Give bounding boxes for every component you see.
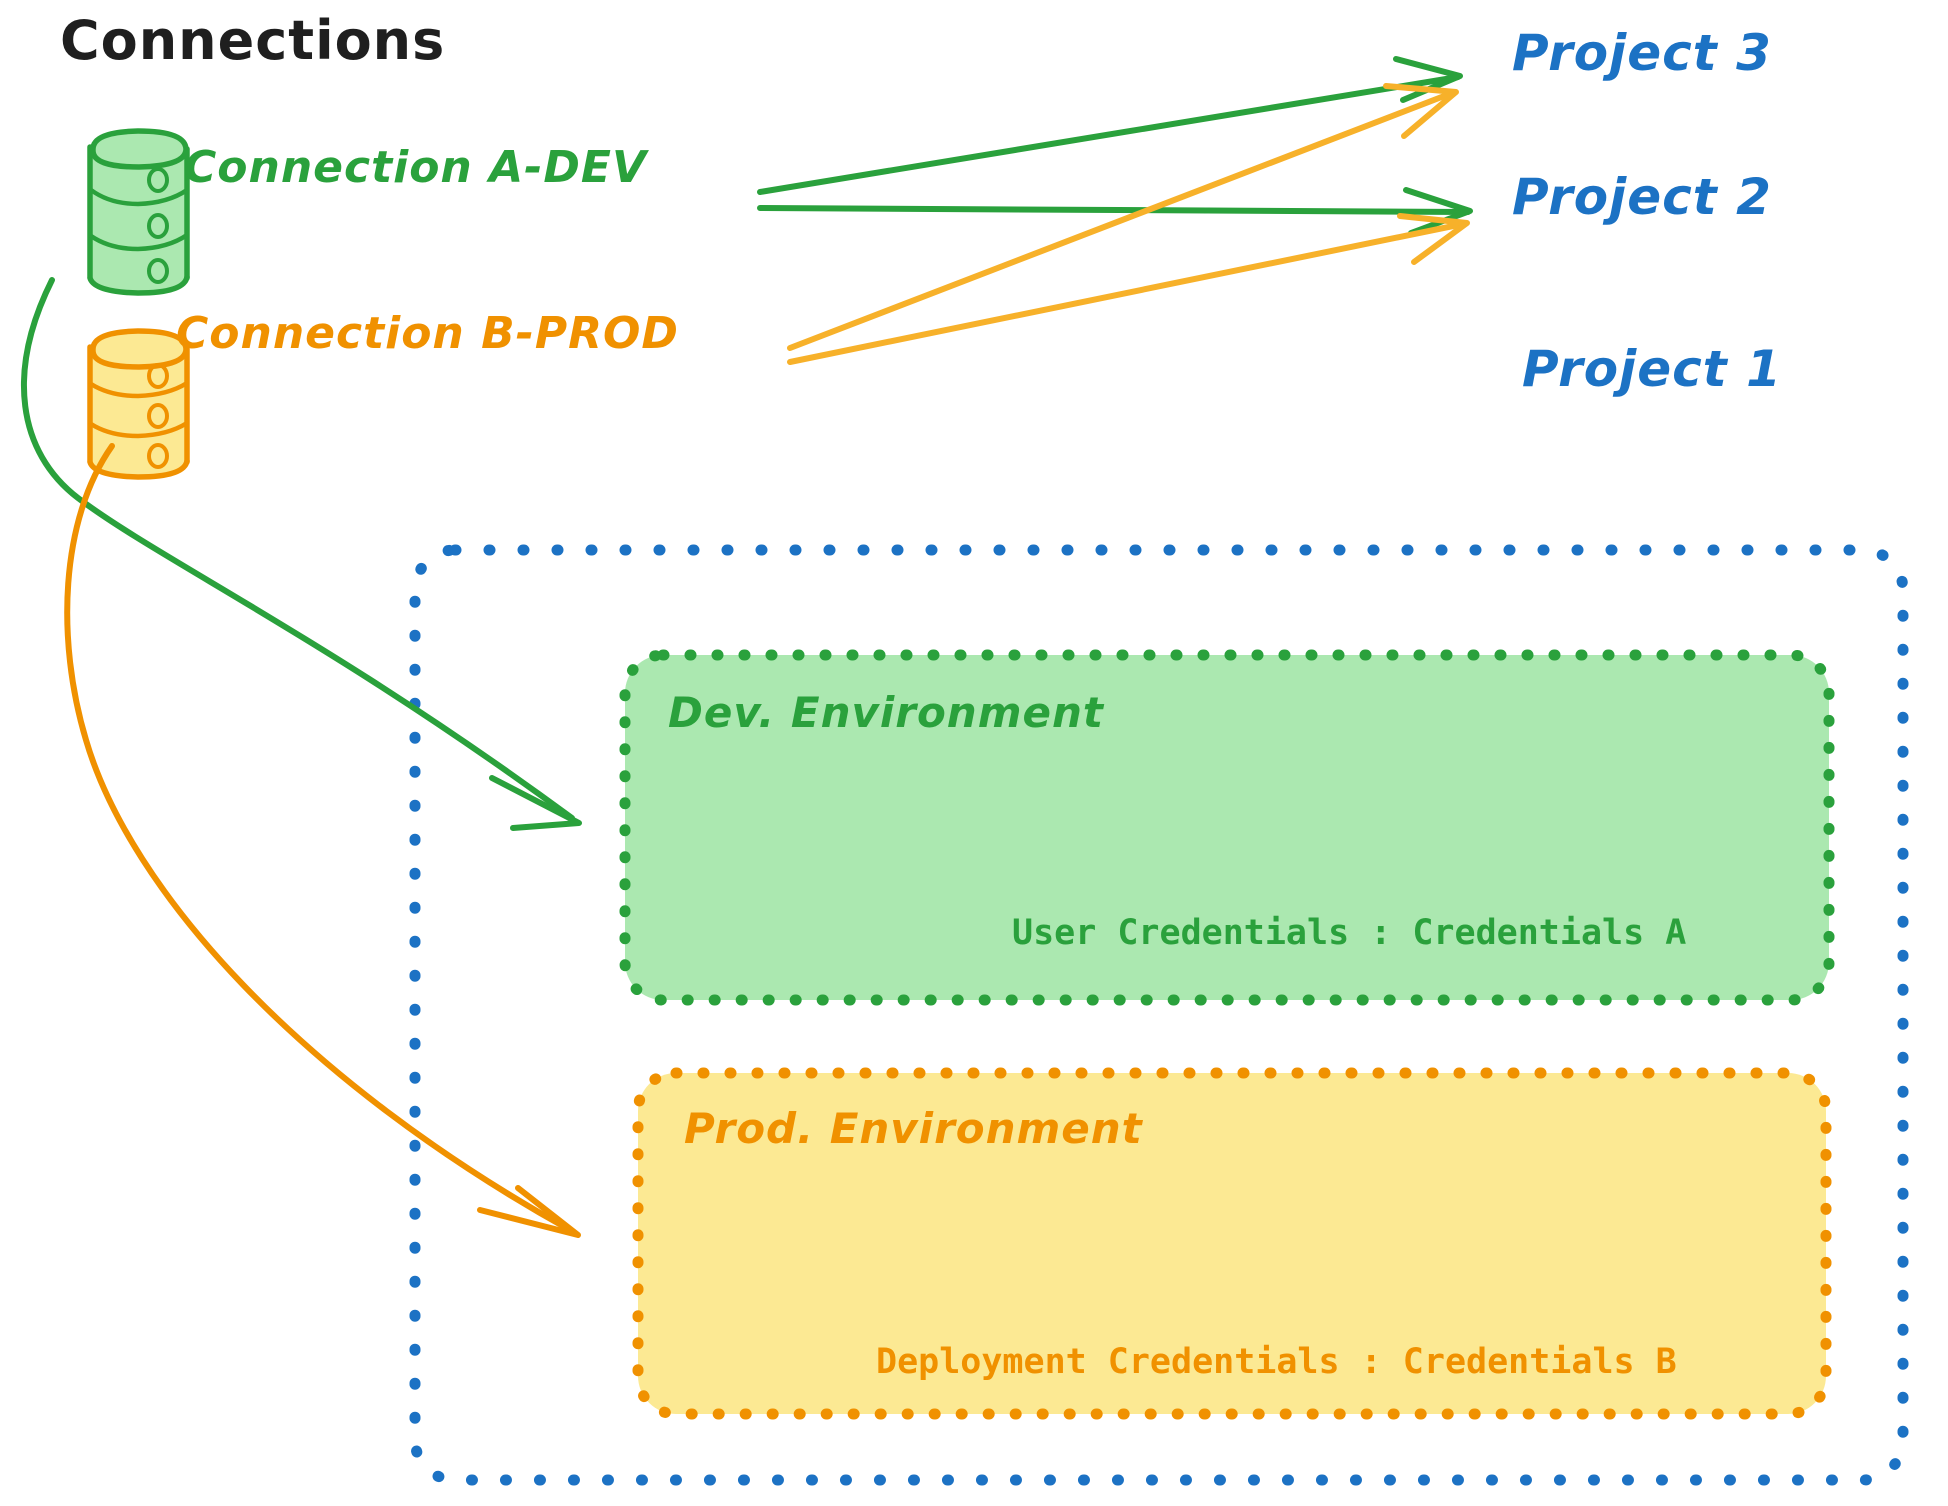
connection-a-dev-label[interactable]: Connection A-DEV: [184, 142, 648, 193]
edge-a-to-project2: [757, 187, 1473, 236]
edge-b-to-prod-env: [64, 443, 581, 1238]
connection-b-prod-label[interactable]: Connection B-PROD: [176, 308, 679, 359]
database-cylinder-icon-orange[interactable]: [87, 328, 190, 480]
prod-environment-credentials: Deployment Credentials : Credentials B: [876, 1342, 1677, 1382]
edge-b-to-project3: [787, 83, 1459, 351]
project-3-label[interactable]: Project 3: [1512, 24, 1772, 82]
project-1-label[interactable]: Project 1: [1522, 340, 1782, 398]
database-cylinder-icon-green[interactable]: [87, 128, 190, 296]
edge-a-to-dev-env: [20, 277, 582, 831]
dev-environment-box[interactable]: [619, 649, 1835, 1006]
prod-environment-box[interactable]: [632, 1067, 1832, 1420]
project-1-container-border: [409, 544, 1909, 1486]
edge-a-to-project3: [757, 56, 1463, 195]
project-2-label[interactable]: Project 2: [1512, 168, 1772, 226]
dev-environment-title: Dev. Environment: [668, 688, 1104, 737]
edge-b-to-project2: [787, 213, 1470, 365]
prod-environment-title: Prod. Environment: [684, 1104, 1143, 1153]
page-title: Connections: [60, 9, 446, 72]
dev-environment-credentials: User Credentials : Credentials A: [1012, 913, 1687, 953]
